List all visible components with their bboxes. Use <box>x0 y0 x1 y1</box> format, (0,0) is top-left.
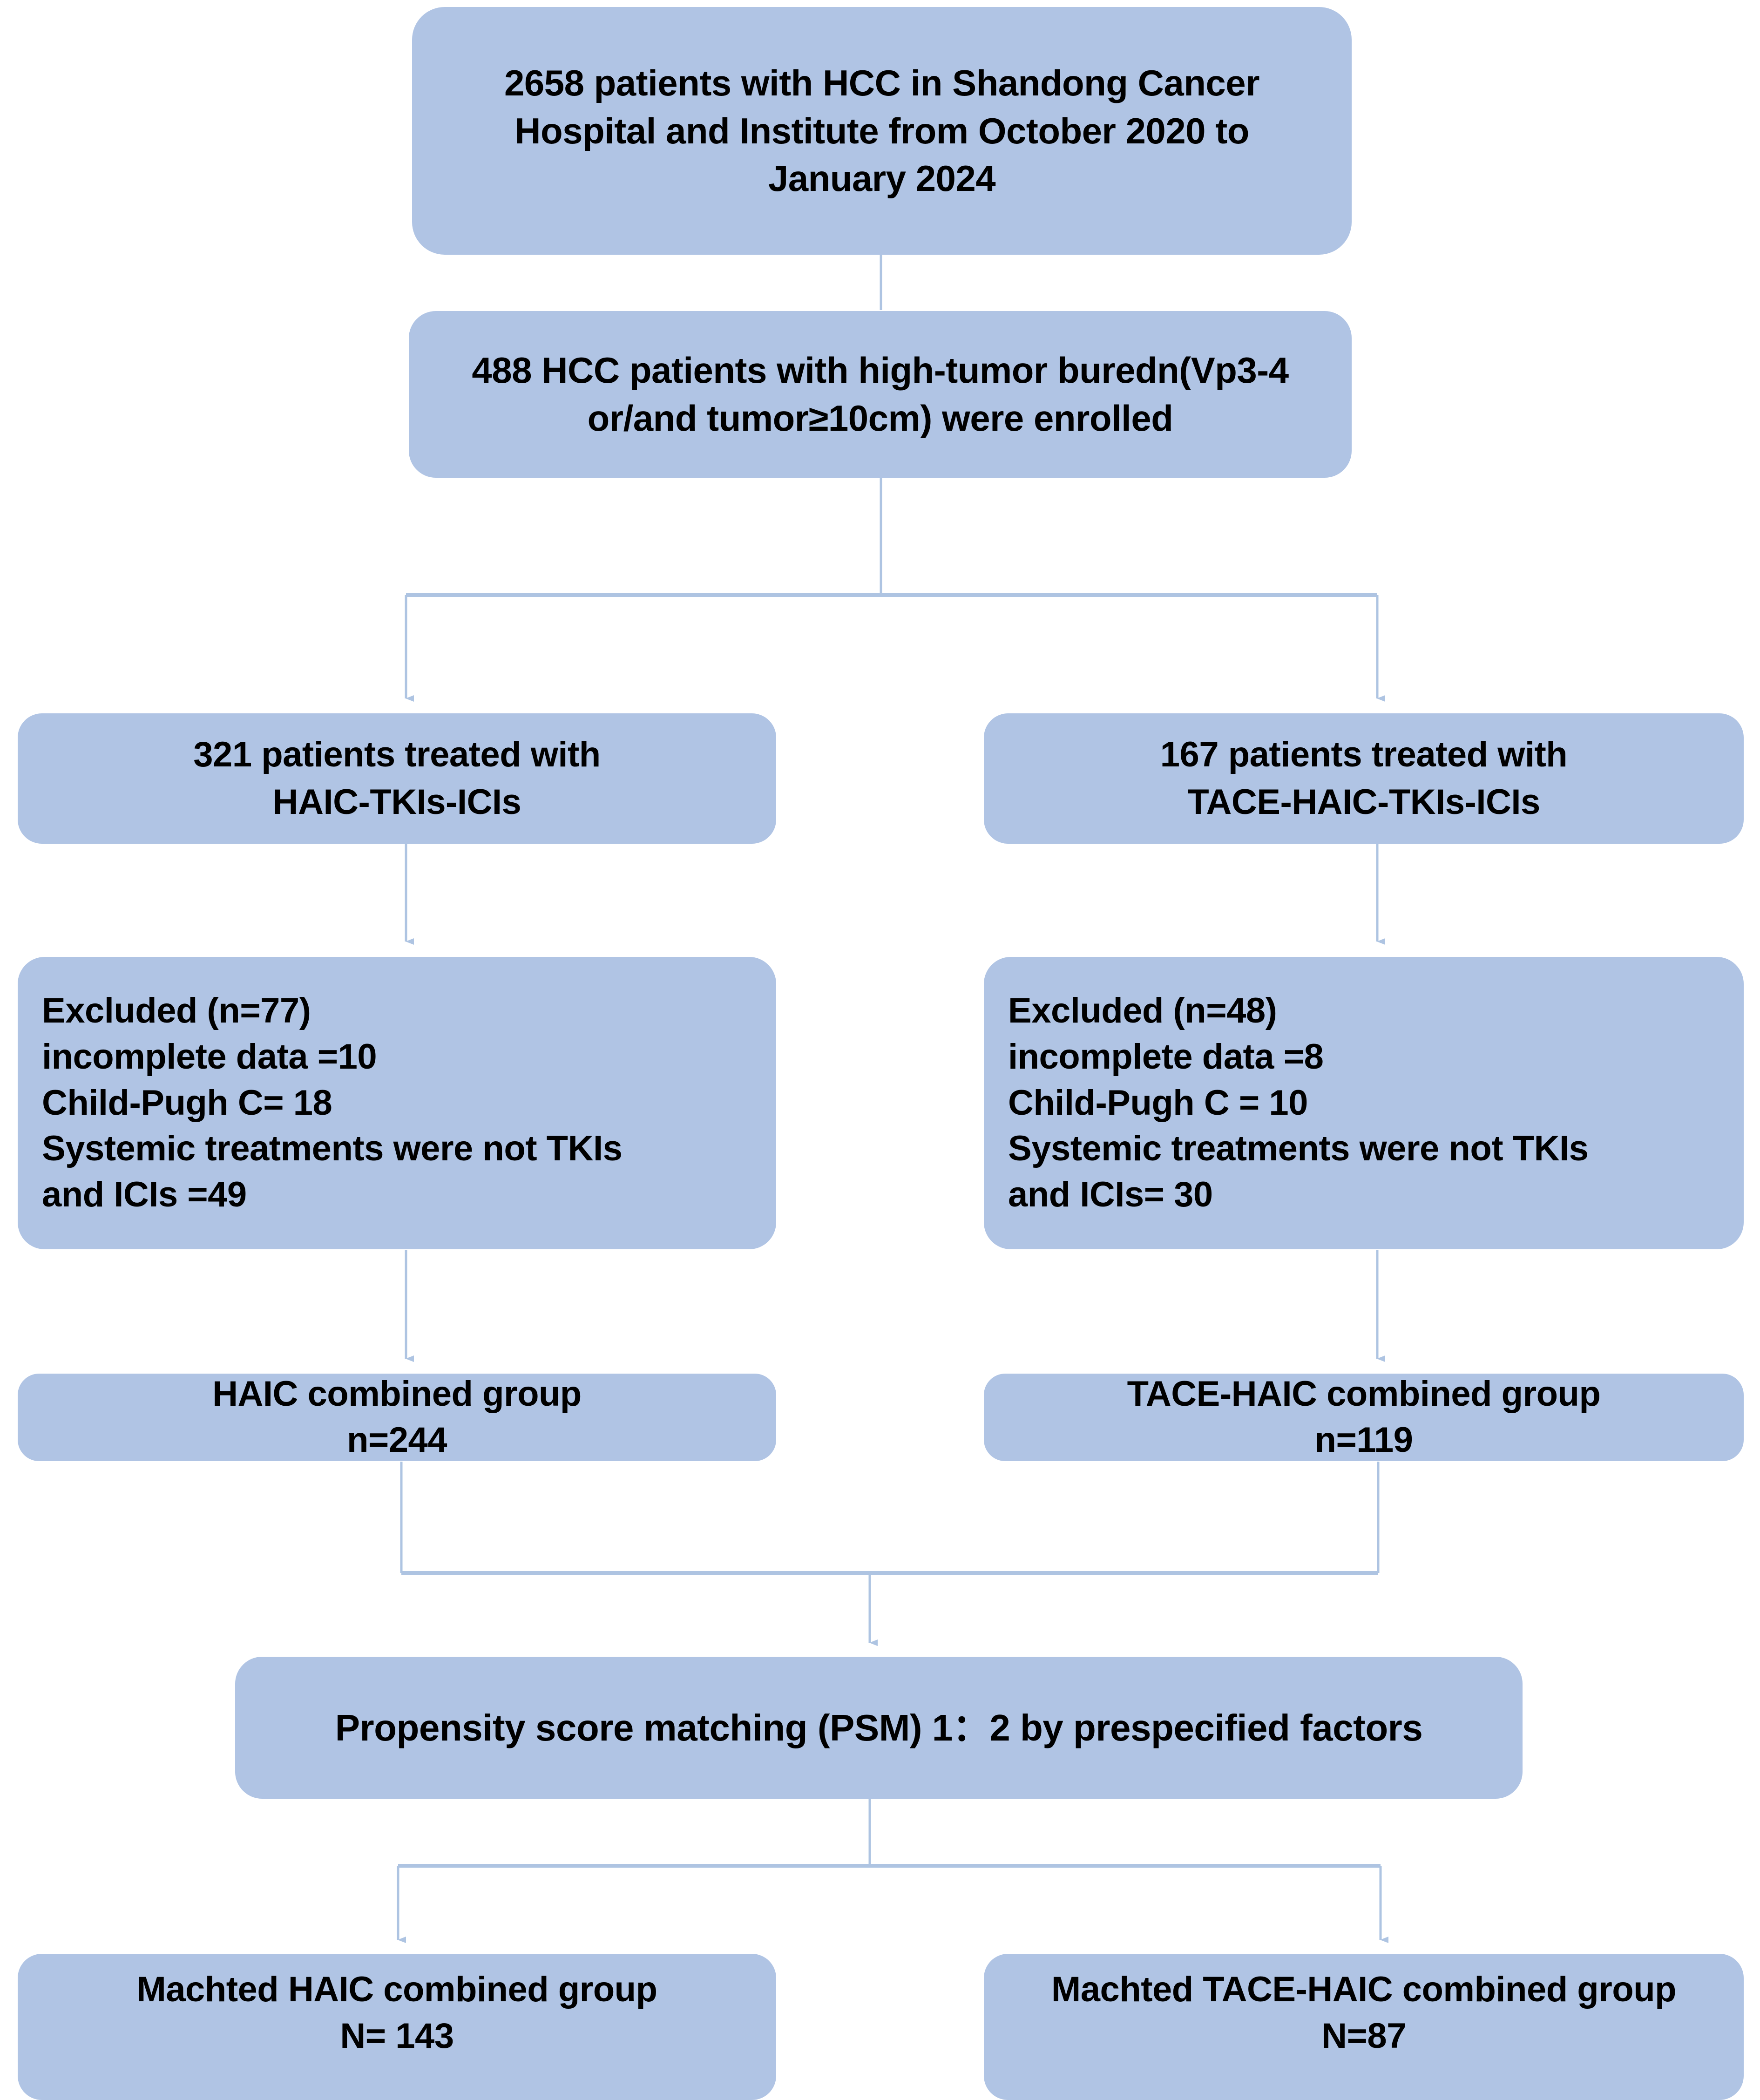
node-enrollment-total: 2658 patients with HCC in Shandong Cance… <box>412 7 1352 255</box>
node-enrollment-total-label: 2658 patients with HCC in Shandong Cance… <box>504 62 1260 199</box>
node-excluded-tace-haic-label: Excluded (n=48) incomplete data =8 Child… <box>1008 991 1589 1215</box>
node-group-tace-haic-label: TACE-HAIC combined group n=119 <box>1127 1374 1601 1460</box>
node-excluded-haic: Excluded (n=77) incomplete data =10 Chil… <box>18 957 776 1249</box>
node-group-tace-haic: TACE-HAIC combined group n=119 <box>984 1374 1744 1461</box>
node-enrollment-eligible: 488 HCC patients with high-tumor buredn(… <box>409 311 1352 478</box>
node-arm-haic-label: 321 patients treated with HAIC-TKIs-ICIs <box>193 735 601 822</box>
node-matched-haic-label: Machted HAIC combined group N= 143 <box>136 1969 657 2056</box>
node-matched-tace-haic: Machted TACE-HAIC combined group N=87 <box>984 1954 1744 2100</box>
node-group-haic-label: HAIC combined group n=244 <box>212 1374 582 1460</box>
node-matched-tace-haic-label: Machted TACE-HAIC combined group N=87 <box>1051 1969 1677 2056</box>
node-arm-tace-haic: 167 patients treated with TACE-HAIC-TKIs… <box>984 713 1744 844</box>
node-group-haic: HAIC combined group n=244 <box>18 1374 776 1461</box>
node-arm-haic: 321 patients treated with HAIC-TKIs-ICIs <box>18 713 776 844</box>
node-psm: Propensity score matching (PSM) 1：2 by p… <box>235 1657 1523 1799</box>
node-matched-haic: Machted HAIC combined group N= 143 <box>18 1954 776 2100</box>
node-enrollment-eligible-label: 488 HCC patients with high-tumor buredn(… <box>472 350 1289 439</box>
node-arm-tace-haic-label: 167 patients treated with TACE-HAIC-TKIs… <box>1160 735 1568 822</box>
node-excluded-tace-haic: Excluded (n=48) incomplete data =8 Child… <box>984 957 1744 1249</box>
node-psm-label: Propensity score matching (PSM) 1：2 by p… <box>335 1707 1423 1748</box>
node-excluded-haic-label: Excluded (n=77) incomplete data =10 Chil… <box>42 991 623 1215</box>
